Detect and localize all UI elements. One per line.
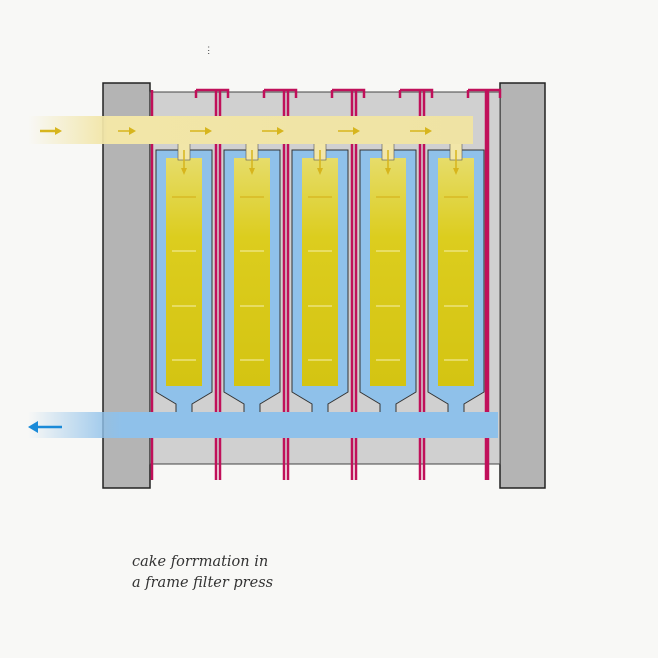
frame-4	[354, 88, 434, 480]
frames	[150, 88, 502, 480]
filtrate-channel	[28, 412, 498, 438]
feed-down-arrowhead	[317, 168, 323, 175]
feed-arrows	[40, 127, 432, 135]
filter-cake	[438, 158, 474, 386]
feed-channel	[28, 116, 473, 144]
filtrate-arrowhead	[28, 421, 38, 433]
frame-5	[422, 88, 502, 480]
filter-cake	[302, 158, 338, 386]
filter-cake	[234, 158, 270, 386]
feed-arrowhead	[205, 127, 212, 135]
frame-2	[218, 88, 298, 480]
frame-3	[286, 88, 366, 480]
caption: cake forrmation in a frame filter press	[132, 552, 273, 594]
frame-1	[150, 88, 230, 480]
caption-line-2: a frame filter press	[132, 575, 274, 591]
frame-top-cap	[466, 88, 502, 98]
frame-top-cap	[330, 88, 366, 98]
print-mark: ⵗ	[207, 46, 210, 57]
feed-arrowhead	[353, 127, 360, 135]
frame-top-cap	[262, 88, 298, 98]
feed-arrowhead	[277, 127, 284, 135]
feed-arrowhead	[425, 127, 432, 135]
feed-down-arrowhead	[385, 168, 391, 175]
feed-arrowhead	[55, 127, 62, 135]
frame-top-cap	[398, 88, 434, 98]
feed-down-arrowhead	[249, 168, 255, 175]
feed-down-arrowhead	[453, 168, 459, 175]
feed-arrowhead	[129, 127, 136, 135]
frame-top-cap	[194, 88, 230, 98]
filtrate-arrows	[28, 421, 62, 433]
right-end-block	[499, 82, 546, 489]
filter-cake	[370, 158, 406, 386]
filter-cake	[166, 158, 202, 386]
caption-line-1: cake forrmation in	[132, 554, 269, 570]
feed-down-arrowhead	[181, 168, 187, 175]
